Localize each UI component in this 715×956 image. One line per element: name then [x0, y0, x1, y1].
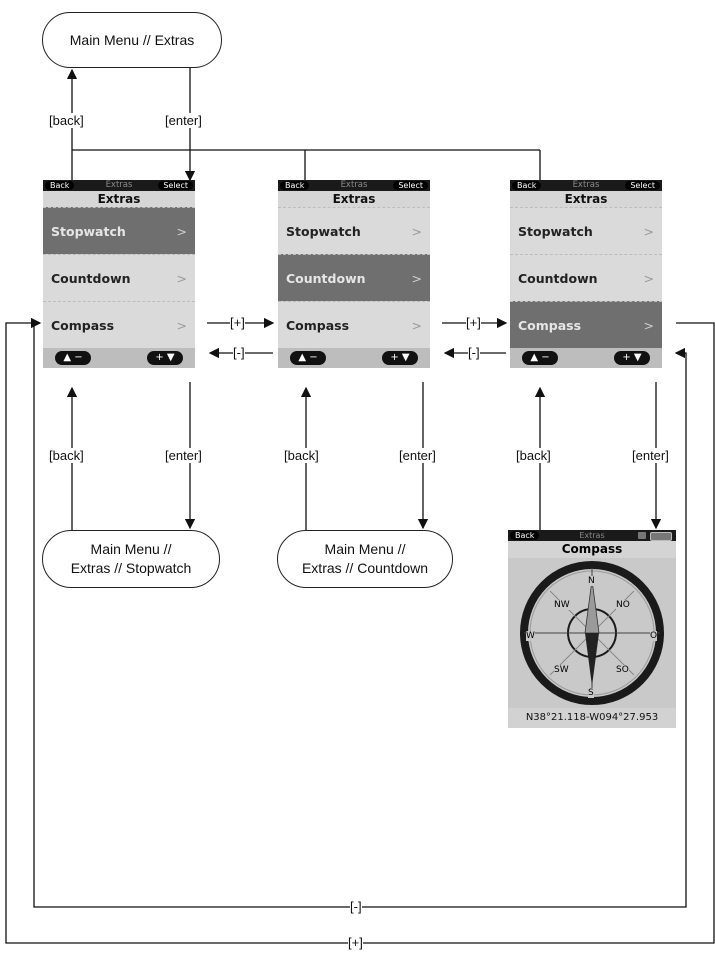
plus-down-button[interactable]: + ▼: [614, 351, 650, 365]
compass-title: Compass: [508, 541, 676, 558]
menu-item-label: Stopwatch: [286, 224, 361, 239]
select-softkey[interactable]: Select: [158, 181, 193, 190]
menu-item-label: Compass: [518, 318, 581, 333]
plus-label-1: [+]: [230, 315, 245, 330]
menu-item-countdown[interactable]: Countdown >: [43, 254, 195, 301]
direction-no: NO: [616, 600, 630, 610]
menu-item-compass[interactable]: Compass >: [43, 301, 195, 348]
countdown-node-line1: Main Menu //: [325, 540, 406, 559]
chevron-right-icon: >: [177, 271, 187, 286]
menu-item-compass[interactable]: Compass >: [278, 301, 430, 348]
chevron-right-icon: >: [412, 224, 422, 239]
select-softkey[interactable]: Select: [393, 181, 428, 190]
direction-sw: SW: [554, 665, 569, 675]
extras-screen-compass-selected: Back Extras Select Extras Stopwatch > Co…: [510, 180, 662, 368]
screen-footer: ▲ − + ▼: [278, 348, 430, 368]
menu-item-label: Countdown: [286, 271, 366, 286]
screen-header-bar: Back Extras Select: [510, 180, 662, 191]
bottom-minus-label: [-]: [350, 899, 362, 914]
screen-header-bar: Back Extras Select: [278, 180, 430, 191]
enter-label-3: [enter]: [632, 448, 669, 463]
enter-label-2: [enter]: [399, 448, 436, 463]
chevron-right-icon: >: [644, 318, 654, 333]
chevron-right-icon: >: [177, 224, 187, 239]
menu-item-stopwatch[interactable]: Stopwatch >: [278, 207, 430, 254]
battery-icon: [650, 532, 672, 541]
menu-item-stopwatch[interactable]: Stopwatch >: [510, 207, 662, 254]
compass-screen: Back Extras Compass N S W O NW NO SW SO …: [508, 530, 676, 728]
stopwatch-node: Main Menu // Extras // Stopwatch: [42, 530, 220, 588]
stopwatch-node-line2: Extras // Stopwatch: [71, 559, 192, 578]
back-top-label: [back]: [49, 113, 84, 128]
screen-header-bar: Back Extras Select: [43, 180, 195, 191]
direction-s: S: [588, 688, 594, 698]
chevron-right-icon: >: [412, 271, 422, 286]
main-menu-extras-label: Main Menu // Extras: [70, 31, 195, 50]
gps-coordinates: N38°21.118-W094°27.953: [508, 708, 676, 728]
menu-item-label: Stopwatch: [518, 224, 593, 239]
chevron-right-icon: >: [412, 318, 422, 333]
countdown-node: Main Menu // Extras // Countdown: [277, 530, 453, 588]
direction-o: O: [650, 631, 657, 641]
screen-footer: ▲ − + ▼: [43, 348, 195, 368]
up-minus-button[interactable]: ▲ −: [290, 351, 326, 365]
plus-down-button[interactable]: + ▼: [382, 351, 418, 365]
screen-title: Extras: [43, 191, 195, 207]
menu-item-label: Stopwatch: [51, 224, 126, 239]
screen-footer: ▲ − + ▼: [510, 348, 662, 368]
direction-so: SO: [616, 665, 629, 675]
countdown-node-line2: Extras // Countdown: [302, 559, 428, 578]
back-label-2: [back]: [284, 448, 319, 463]
menu-item-countdown[interactable]: Countdown >: [510, 254, 662, 301]
enter-label-1: [enter]: [165, 448, 202, 463]
direction-nw: NW: [554, 600, 570, 610]
screen-title: Extras: [510, 191, 662, 207]
plus-label-2: [+]: [466, 315, 481, 330]
stopwatch-node-line1: Main Menu //: [91, 540, 172, 559]
select-softkey[interactable]: Select: [625, 181, 660, 190]
enter-top-label: [enter]: [165, 113, 202, 128]
minus-label-2: [-]: [468, 345, 480, 360]
extras-screen-countdown-selected: Back Extras Select Extras Stopwatch > Co…: [278, 180, 430, 368]
menu-item-label: Countdown: [51, 271, 131, 286]
menu-item-label: Compass: [286, 318, 349, 333]
direction-n: N: [588, 576, 595, 586]
back-label-3: [back]: [516, 448, 551, 463]
back-label-1: [back]: [49, 448, 84, 463]
menu-item-stopwatch[interactable]: Stopwatch >: [43, 207, 195, 254]
up-minus-button[interactable]: ▲ −: [55, 351, 91, 365]
direction-w: W: [526, 631, 535, 641]
minus-label-1: [-]: [233, 345, 245, 360]
menu-item-label: Compass: [51, 318, 114, 333]
plus-down-button[interactable]: + ▼: [147, 351, 183, 365]
main-menu-extras-node: Main Menu // Extras: [42, 12, 222, 68]
bottom-plus-label: [+]: [348, 935, 363, 950]
chevron-right-icon: >: [644, 224, 654, 239]
chevron-right-icon: >: [177, 318, 187, 333]
menu-item-countdown[interactable]: Countdown >: [278, 254, 430, 301]
menu-item-label: Countdown: [518, 271, 598, 286]
menu-item-compass[interactable]: Compass >: [510, 301, 662, 348]
screen-title: Extras: [278, 191, 430, 207]
up-minus-button[interactable]: ▲ −: [522, 351, 558, 365]
chevron-right-icon: >: [644, 271, 654, 286]
compass-header-bar: Back Extras: [508, 530, 676, 541]
signal-icon: [638, 532, 646, 539]
extras-screen-stopwatch-selected: Back Extras Select Extras Stopwatch > Co…: [43, 180, 195, 368]
